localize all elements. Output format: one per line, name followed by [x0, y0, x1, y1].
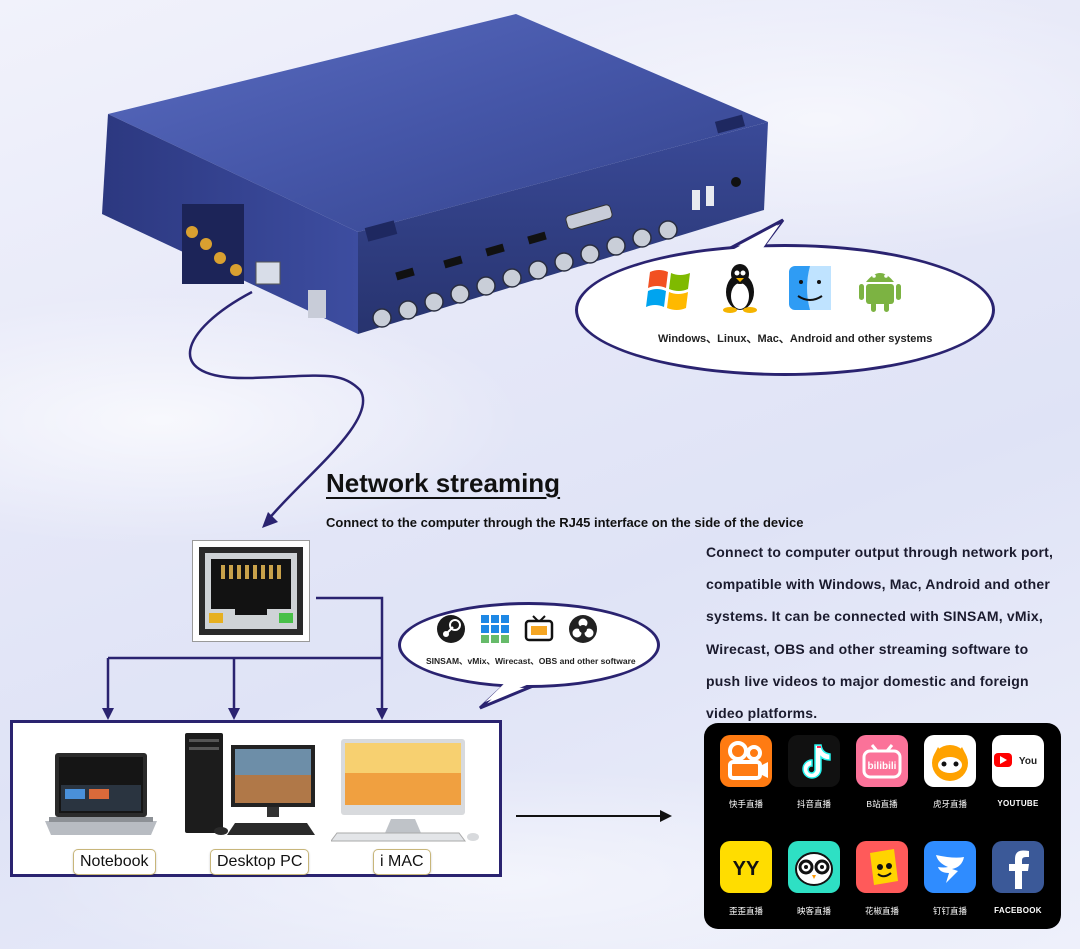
svg-text:bilibili: bilibili	[868, 761, 897, 772]
bilibili-icon: bilibili	[856, 735, 908, 787]
imac-label: i MAC	[373, 849, 431, 875]
page-title: Network streaming	[326, 468, 561, 498]
imac-image	[331, 739, 479, 842]
wirecast-icon	[524, 615, 554, 642]
software-callout	[398, 602, 660, 688]
rj45-port-image	[192, 540, 310, 642]
page-subtitle: Connect to the computer through the RJ45…	[326, 515, 804, 530]
douyin-icon	[788, 735, 840, 787]
software-icon-row	[436, 614, 598, 644]
platform-label: 映客直播	[796, 906, 831, 916]
svg-text:You: You	[1019, 756, 1037, 767]
streaming-device-image	[102, 14, 768, 334]
obs-icon	[569, 615, 597, 643]
windows-icon	[646, 270, 690, 310]
linux-icon	[723, 264, 757, 313]
notebook-label: Notebook	[73, 849, 156, 875]
platform-label: FACEBOOK	[994, 906, 1042, 915]
notebook-image	[45, 753, 157, 835]
os-caption: Windows、Linux、Mac、Android and other syst…	[658, 333, 933, 345]
platforms-panel: bilibili YouTube 快手直播 抖音直播 B站直播 虎牙直播 YOU…	[704, 723, 1061, 929]
youtube-icon: YouTube	[992, 735, 1044, 787]
platform-label: B站直播	[866, 799, 898, 809]
computers-panel: Notebook Desktop PC i MAC	[10, 720, 502, 877]
mac-finder-icon	[789, 266, 831, 310]
platform-label: 钉钉直播	[932, 906, 967, 916]
android-icon	[859, 273, 901, 312]
description-text: Connect to computer output through netwo…	[706, 544, 1054, 722]
yy-icon: YY	[720, 841, 772, 893]
software-caption: SINSAM、vMix、Wirecast、OBS and other softw…	[426, 656, 636, 666]
kuaishou-icon	[720, 735, 772, 787]
platform-label: 歪歪直播	[728, 906, 763, 916]
desktop-pc-image	[185, 733, 315, 835]
desktop-pc-label: Desktop PC	[210, 849, 310, 875]
dingtalk-icon	[924, 841, 976, 893]
steam-icon	[437, 615, 465, 643]
os-callout	[575, 244, 995, 376]
platform-label: YOUTUBE	[997, 799, 1039, 808]
platform-label: 花椒直播	[864, 906, 899, 916]
os-icon-row	[646, 262, 904, 314]
platform-label: 快手直播	[728, 799, 763, 809]
facebook-icon	[992, 841, 1044, 893]
svg-text:YY: YY	[733, 858, 760, 880]
vmix-icon	[481, 615, 509, 643]
platform-label: 虎牙直播	[932, 799, 967, 809]
huya-icon	[924, 735, 976, 787]
platform-label: 抖音直播	[796, 799, 831, 809]
huajiao-icon	[856, 841, 908, 893]
inke-icon	[788, 841, 840, 893]
